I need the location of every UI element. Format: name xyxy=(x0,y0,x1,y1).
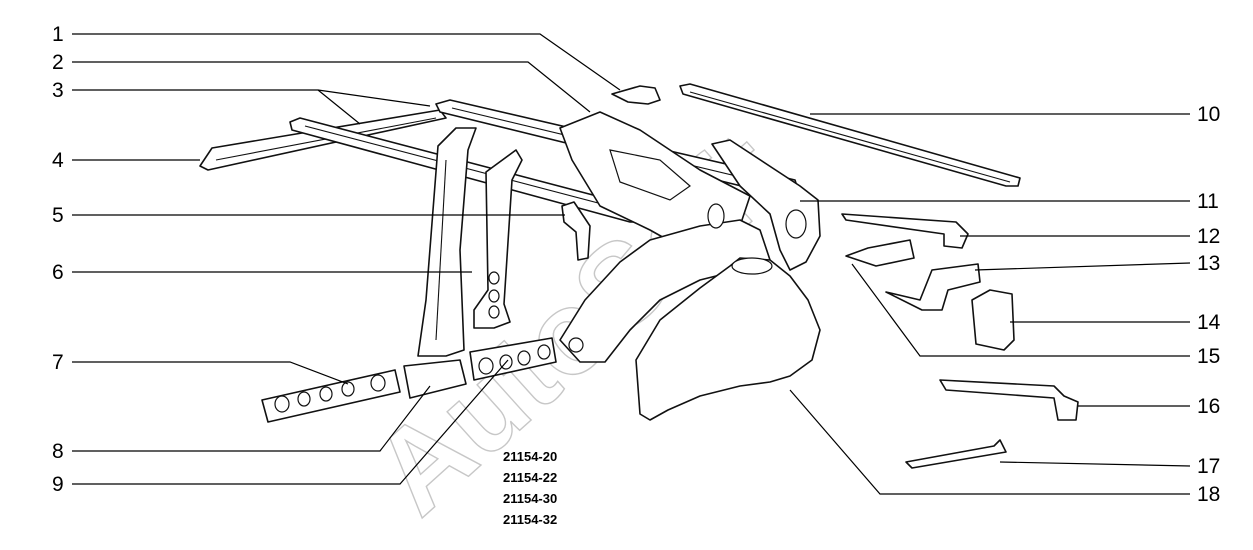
part-17-strip xyxy=(905,439,1007,469)
part-b-pillar xyxy=(417,127,477,357)
leader-7 xyxy=(72,361,349,385)
callout-6: 6 xyxy=(52,261,64,284)
part-1-bracket xyxy=(611,85,661,105)
leader-lines xyxy=(72,33,1191,495)
callout-14: 14 xyxy=(1197,311,1221,334)
part-6-pillar xyxy=(473,149,523,329)
callout-16: 16 xyxy=(1197,395,1220,418)
callout-11: 11 xyxy=(1197,190,1219,213)
callout-3: 3 xyxy=(52,79,64,102)
callout-10: 10 xyxy=(1197,103,1220,126)
part-5-bracket xyxy=(561,201,591,261)
model-code: 21154-22 xyxy=(503,470,558,485)
leader-13 xyxy=(974,262,1191,271)
leader-3a xyxy=(72,89,361,125)
model-codes: 21154-20 21154-22 21154-30 21154-32 xyxy=(503,446,557,530)
callout-5: 5 xyxy=(52,204,64,227)
part-8-reinforcement xyxy=(403,359,467,399)
leader-17 xyxy=(999,461,1191,467)
callout-17: 17 xyxy=(1197,455,1220,478)
callout-13: 13 xyxy=(1197,252,1220,275)
callout-7: 7 xyxy=(52,351,64,374)
leader-18 xyxy=(789,389,1190,495)
callout-15: 15 xyxy=(1197,345,1220,368)
part-18-wheel-house xyxy=(635,257,821,421)
part-16-strip xyxy=(939,379,1079,421)
callout-8: 8 xyxy=(52,440,64,463)
model-code: 21154-30 xyxy=(503,491,558,506)
leader-9 xyxy=(72,359,509,485)
callout-1: 1 xyxy=(52,23,64,46)
leader-15 xyxy=(851,263,1190,357)
callout-9: 9 xyxy=(52,473,64,496)
part-13-bracket xyxy=(885,263,981,311)
part-14-plate xyxy=(971,289,1015,351)
leader-8 xyxy=(72,385,431,452)
part-15-bracket xyxy=(845,239,915,267)
model-code: 21154-20 xyxy=(503,449,558,464)
callout-12: 12 xyxy=(1197,225,1220,248)
callout-labels: 1 2 3 4 5 6 7 8 9 10 11 12 13 14 15 16 1… xyxy=(52,23,1221,506)
callout-18: 18 xyxy=(1197,483,1220,506)
callout-2: 2 xyxy=(52,51,64,74)
callout-4: 4 xyxy=(52,149,64,172)
leader-2 xyxy=(72,61,591,113)
parts-drawing xyxy=(199,83,1079,469)
leader-3b xyxy=(317,89,431,107)
model-code: 21154-32 xyxy=(503,512,558,527)
part-12-bracket xyxy=(841,213,969,249)
leader-1 xyxy=(72,33,621,91)
